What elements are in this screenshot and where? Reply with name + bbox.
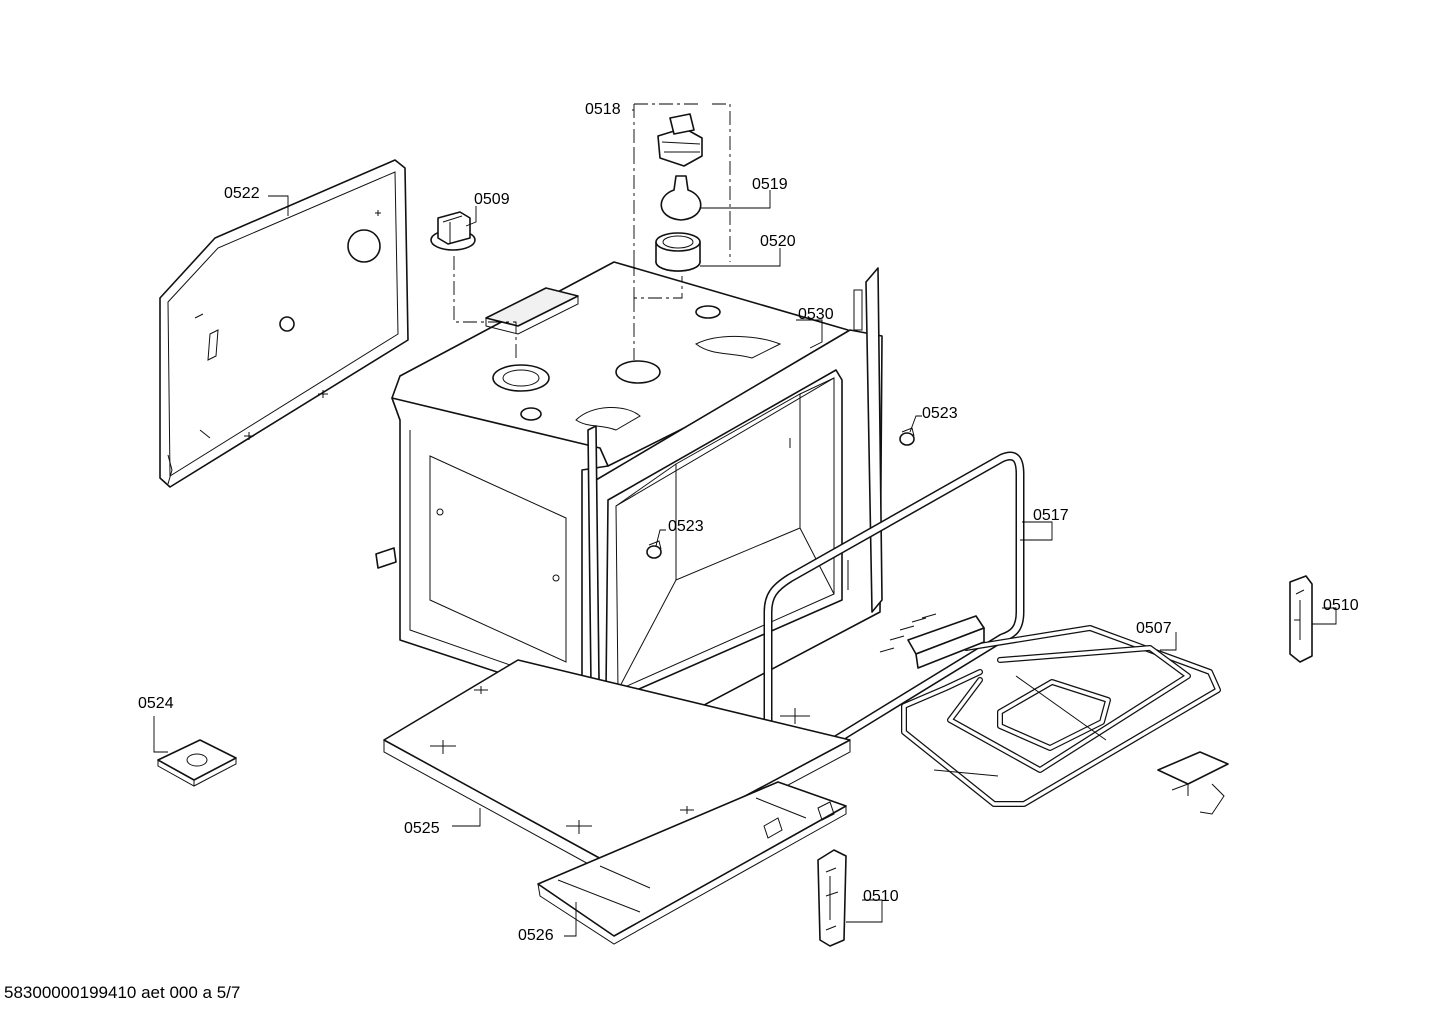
label-0520: 0520 [760, 233, 796, 250]
label-0522: 0522 [224, 185, 260, 202]
leader-lines [153, 109, 1337, 937]
assembly-lines [453, 103, 731, 360]
rear-panel-part [159, 159, 409, 488]
base-plate-part [537, 781, 847, 945]
label-0517: 0517 [1033, 507, 1069, 524]
bottom-insulation-part [383, 659, 851, 879]
heating-element-part [879, 613, 1221, 807]
label-0523-inner: 0523 [668, 518, 704, 535]
label-0526: 0526 [518, 927, 554, 944]
lamp-holder-part [657, 113, 703, 167]
plug-part-top [899, 427, 915, 446]
plug-part-inner [646, 540, 662, 559]
lamp-glass-part [655, 232, 701, 272]
element-clip-part [1157, 751, 1229, 815]
label-0523-top: 0523 [922, 405, 958, 422]
label-0525: 0525 [404, 820, 440, 837]
label-0530: 0530 [798, 306, 834, 323]
label-0518: 0518 [585, 101, 621, 118]
sensor-part [430, 211, 476, 251]
label-0524: 0524 [138, 695, 174, 712]
spacer-part [157, 739, 237, 787]
label-0509: 0509 [474, 191, 510, 208]
label-0510-bottom: 0510 [863, 888, 899, 905]
lamp-bulb-part [660, 175, 702, 221]
hinge-bracket-part-right [1289, 575, 1313, 663]
label-0519: 0519 [752, 176, 788, 193]
label-0510-right: 0510 [1323, 597, 1359, 614]
hinge-bracket-part-bottom [817, 849, 847, 947]
document-id-footer: 58300000199410 aet 000 a 5/7 [4, 983, 241, 1002]
door-seal-part [763, 451, 1025, 776]
label-0507: 0507 [1136, 620, 1172, 637]
oven-cavity-part [375, 261, 883, 771]
